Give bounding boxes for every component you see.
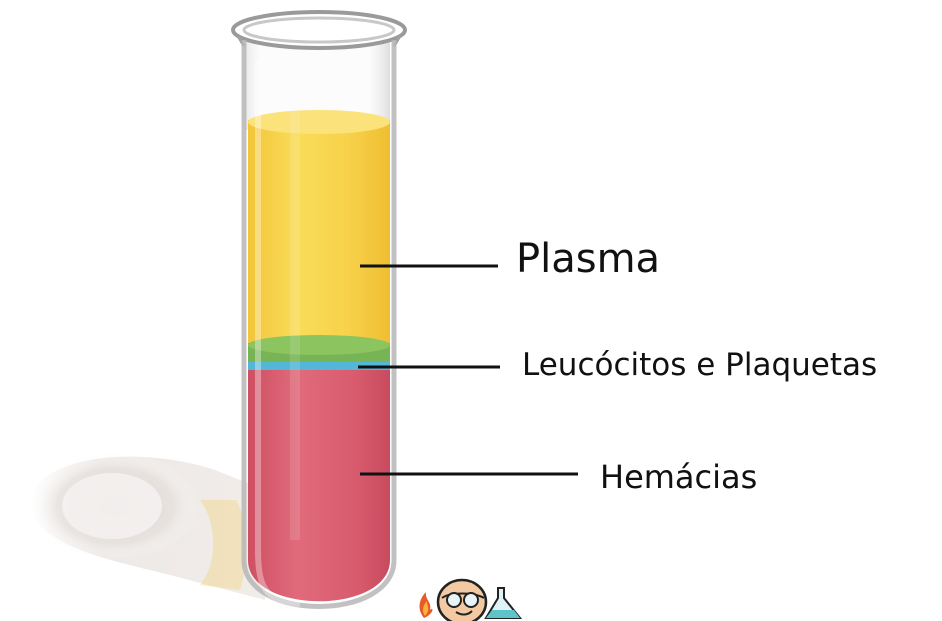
label-plasma: Plasma [516,236,660,282]
label-red-cells: Hemácias [600,458,757,496]
flame-icon [420,592,433,618]
tube-shadow [30,452,265,600]
flask-icon [486,588,520,618]
label-buffy-coat: Leucócitos e Plaquetas [522,347,877,383]
scientist-mascot-icon [410,568,530,621]
test-tube-icon [233,12,405,607]
